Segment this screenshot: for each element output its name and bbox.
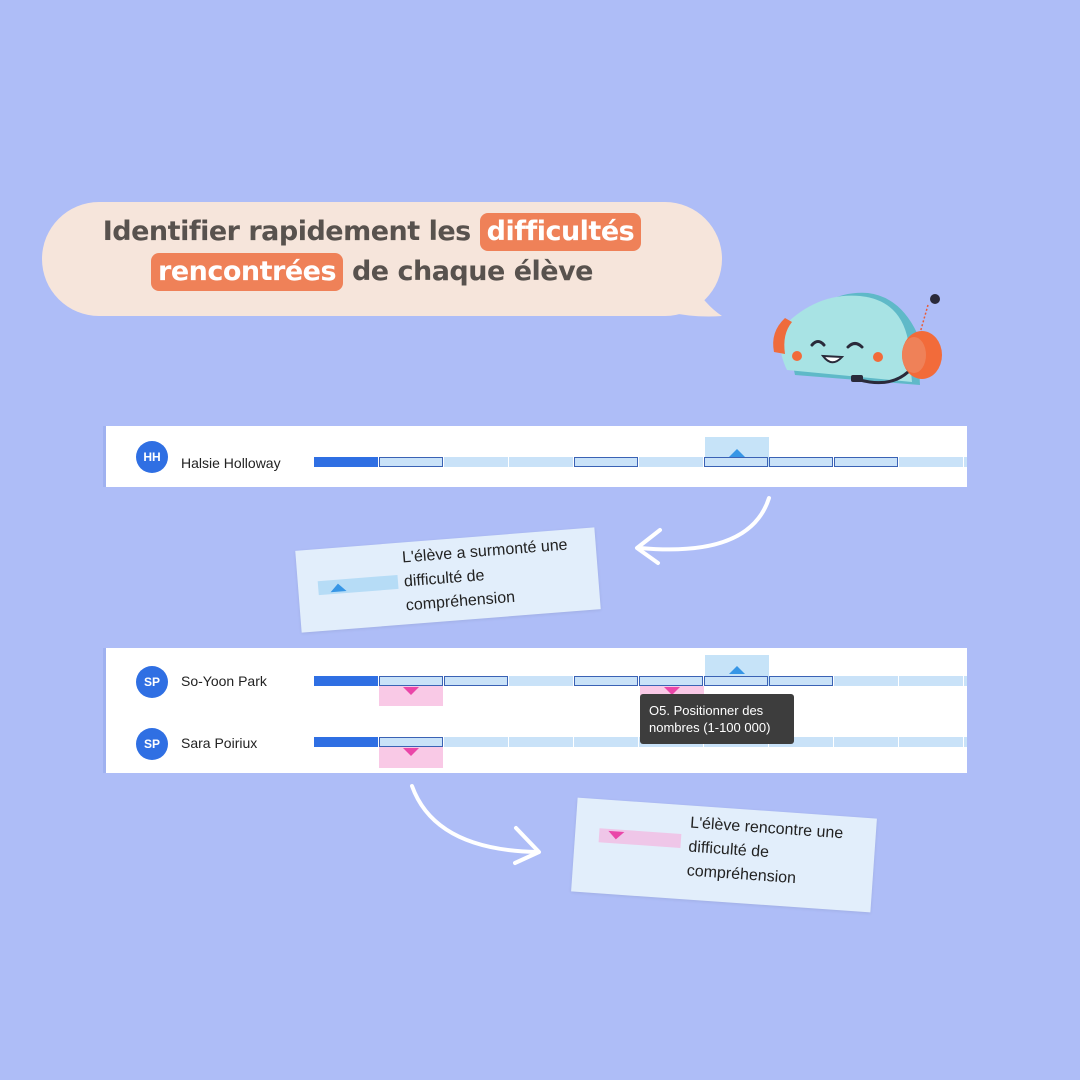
progress-segment[interactable] <box>834 737 898 747</box>
progress-segment[interactable] <box>574 737 638 747</box>
headline-highlight-2: rencontrées <box>151 253 344 291</box>
triangle-down-icon <box>607 830 625 840</box>
progress-segment[interactable] <box>314 737 378 747</box>
triangle-down-icon <box>664 687 680 695</box>
legend-card-encounter: L'élève rencontre une difficulté de comp… <box>571 797 877 913</box>
progress-segment[interactable] <box>444 457 508 467</box>
triangle-up-icon <box>729 666 745 674</box>
headline: Identifier rapidement les difficultés re… <box>42 212 702 292</box>
avatar: HH <box>136 441 168 473</box>
progress-segment[interactable] <box>574 676 638 686</box>
progress-segment[interactable] <box>509 676 573 686</box>
progress-segment[interactable] <box>639 676 703 686</box>
student-name: So-Yoon Park <box>181 673 267 689</box>
progress-segment[interactable] <box>899 676 963 686</box>
skill-tooltip: O5. Positionner des nombres (1-100 000) <box>640 694 794 744</box>
difficulty-highlight <box>379 686 443 706</box>
progress-segment[interactable] <box>509 737 573 747</box>
triangle-down-icon <box>403 748 419 756</box>
avatar: SP <box>136 666 168 698</box>
student-name: Halsie Holloway <box>181 455 281 471</box>
progress-segment[interactable] <box>574 457 638 467</box>
progress-segment[interactable] <box>704 676 768 686</box>
progress-segment[interactable] <box>379 737 443 747</box>
headline-part1: Identifier rapidement les <box>102 216 480 247</box>
progress-segment[interactable] <box>769 676 833 686</box>
progress-segment[interactable] <box>444 676 508 686</box>
progress-segment[interactable] <box>834 457 898 467</box>
progress-segment[interactable] <box>834 676 898 686</box>
progress-segment[interactable] <box>964 676 967 686</box>
progress-segment[interactable] <box>314 676 378 686</box>
curved-arrow-icon <box>635 496 771 565</box>
progress-segment[interactable] <box>769 457 833 467</box>
progress-segment[interactable] <box>704 457 768 467</box>
progress-segment[interactable] <box>964 457 967 467</box>
legend-text-encounter: L'élève rencontre une difficulté de comp… <box>686 812 844 895</box>
progress-segment[interactable] <box>639 457 703 467</box>
student-row[interactable]: SP Sara Poiriux <box>106 726 967 766</box>
progress-segment[interactable] <box>964 737 967 747</box>
avatar: SP <box>136 728 168 760</box>
legend-card-overcome: L'élève a surmonté une difficulté de com… <box>295 527 601 633</box>
student-row[interactable]: SP So-Yoon Park <box>106 664 967 704</box>
triangle-up-icon <box>329 583 347 593</box>
legend-text-overcome: L'élève a surmonté une difficulté de com… <box>401 534 572 619</box>
curved-arrow-icon <box>410 784 541 865</box>
progress-segment[interactable] <box>509 457 573 467</box>
triangle-up-icon <box>729 449 745 457</box>
progress-segment[interactable] <box>899 737 963 747</box>
difficulty-highlight <box>379 747 443 768</box>
headline-part2: de chaque élève <box>343 256 594 287</box>
progress-segment[interactable] <box>379 457 443 467</box>
progress-segment[interactable] <box>314 457 378 467</box>
progress-segment[interactable] <box>769 737 833 747</box>
headline-highlight-1: difficultés <box>479 213 642 251</box>
triangle-down-icon <box>403 687 419 695</box>
student-progress-panel-top: HH Halsie Holloway <box>106 426 967 487</box>
student-row[interactable]: HH Halsie Holloway <box>106 437 967 477</box>
progress-segment[interactable] <box>379 676 443 686</box>
student-progress-panel-bottom: SP So-Yoon Park SP Sara Poiriux <box>106 648 967 773</box>
student-name: Sara Poiriux <box>181 735 258 751</box>
progress-segment[interactable] <box>444 737 508 747</box>
progress-segment[interactable] <box>899 457 963 467</box>
